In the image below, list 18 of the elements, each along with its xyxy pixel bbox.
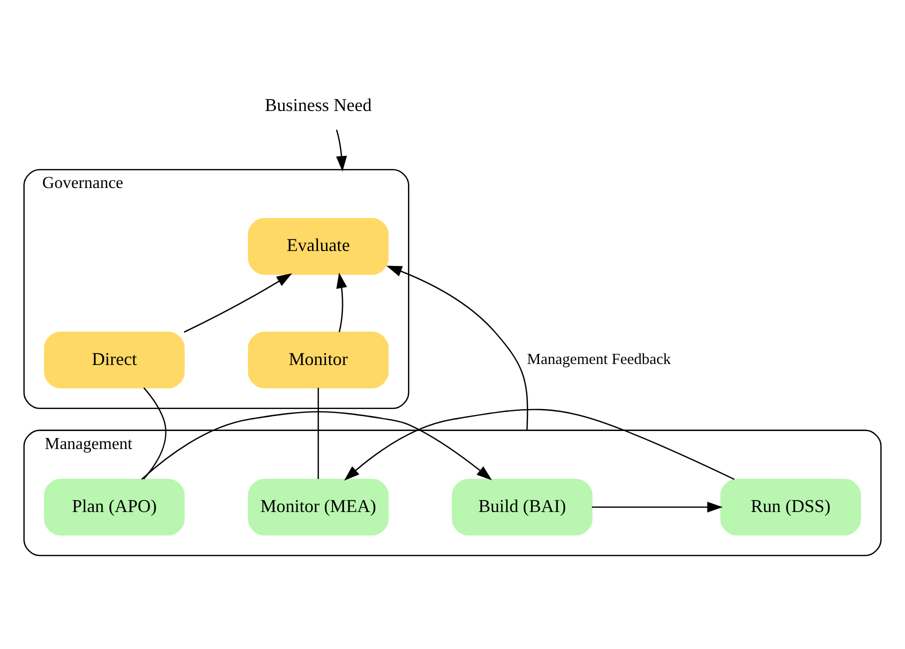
arrow — [592, 502, 723, 513]
connector — [318, 388, 319, 479]
node-box: Build (BAI) — [452, 478, 593, 536]
arrow — [336, 272, 347, 332]
node-box: Direct — [44, 332, 185, 388]
connector — [143, 387, 166, 480]
arrow — [184, 273, 292, 333]
node-box: Run (DSS) — [720, 478, 861, 536]
arrow — [336, 130, 347, 172]
node-box: Monitor — [248, 332, 389, 388]
node-box: Monitor (MEA) — [248, 478, 389, 536]
arrow — [344, 408, 735, 481]
node-box: Evaluate — [248, 218, 389, 275]
node-box: Plan (APO) — [44, 478, 185, 536]
arrow — [386, 266, 528, 430]
node-text: Business Need — [264, 95, 372, 116]
arrow — [141, 411, 492, 480]
edge-label: Management Feedback — [527, 350, 671, 368]
